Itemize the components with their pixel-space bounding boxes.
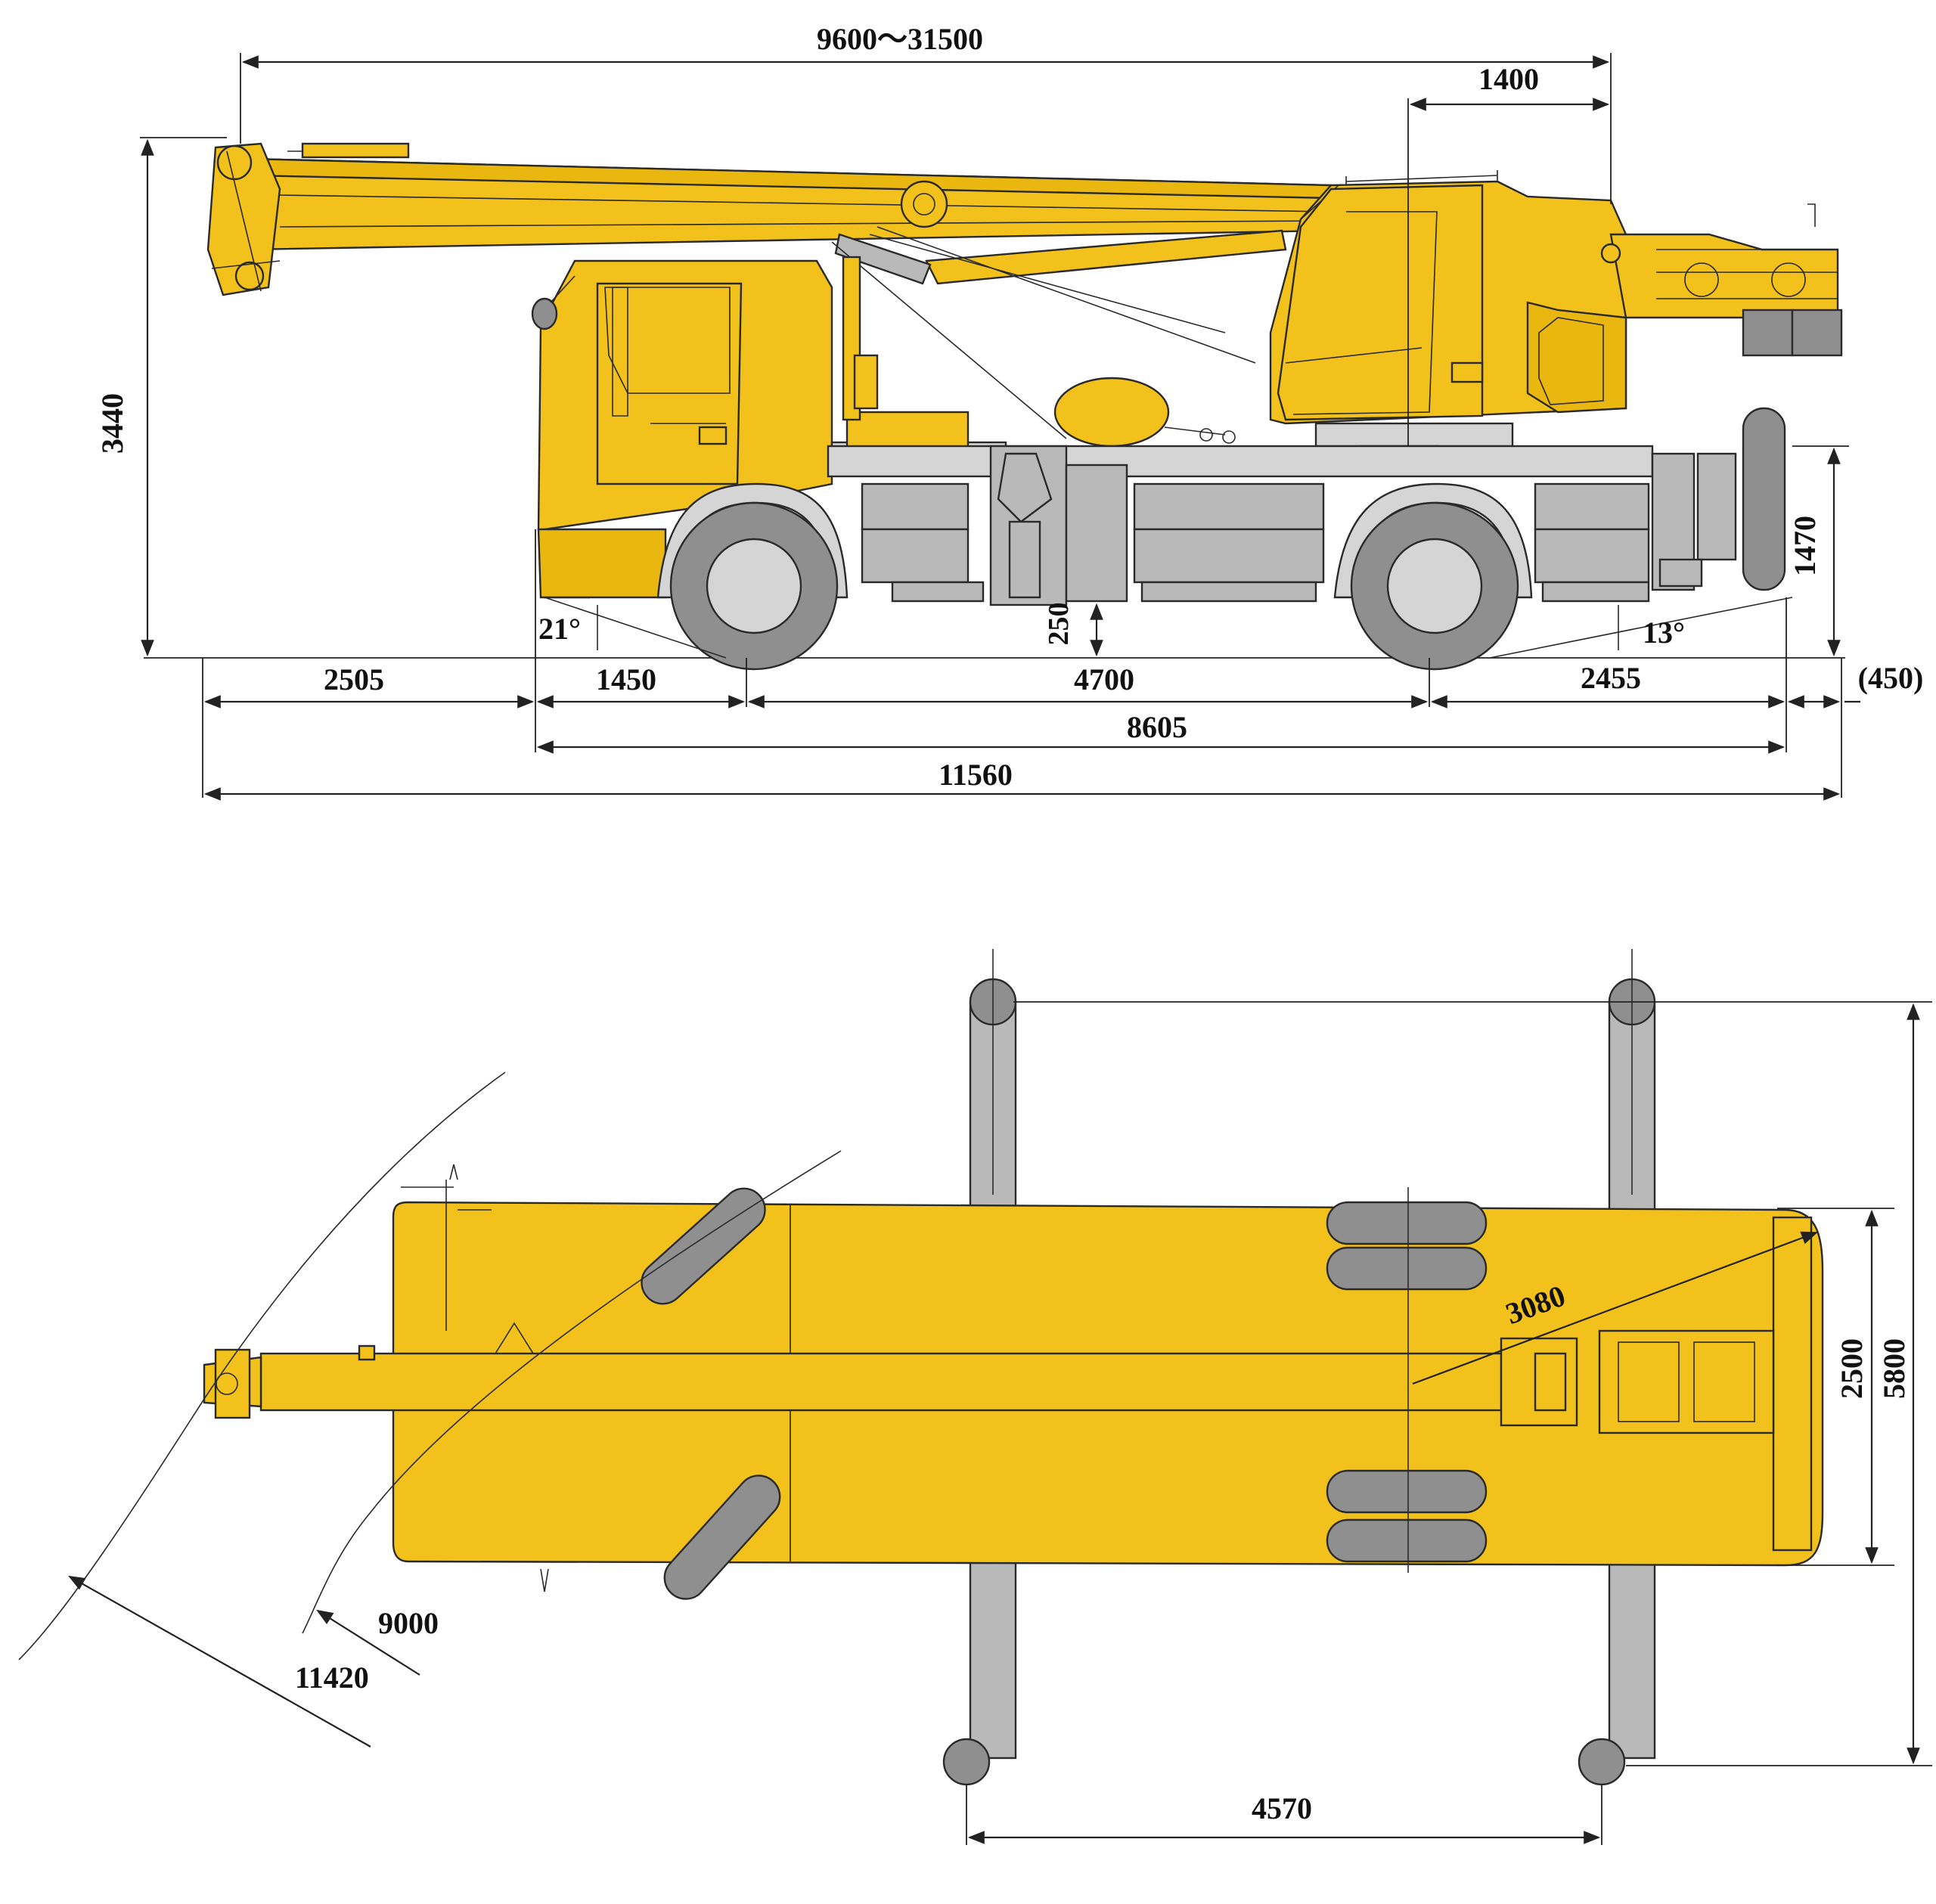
dim-inner-turn-radius: 9000 bbox=[378, 1606, 439, 1640]
side-dimensions: 9600～31500 1400 3440 1470 250 21° 13° bbox=[95, 22, 1924, 801]
dim-outrigger-height: 1470 bbox=[1788, 516, 1822, 576]
dim-chassis-length: 8605 bbox=[1127, 710, 1187, 744]
side-view: 9600～31500 1400 3440 1470 250 21° 13° bbox=[95, 22, 1924, 801]
dim-overall-length: 11560 bbox=[939, 758, 1013, 792]
dim-boom-reach: 9600～31500 bbox=[817, 22, 983, 56]
rear-wheel bbox=[1350, 501, 1519, 671]
truck-cab bbox=[531, 256, 1007, 599]
outer-turn-arc bbox=[18, 1071, 506, 1661]
dim-outrigger-longitudinal: 4570 bbox=[1252, 1791, 1312, 1825]
inner-turn-arc bbox=[302, 1150, 842, 1634]
dim-rear-extension: (450) bbox=[1858, 661, 1924, 695]
mirrors-top bbox=[401, 1164, 549, 1592]
dim-slew-offset: 1400 bbox=[1478, 62, 1539, 96]
crane-cab bbox=[1053, 170, 1627, 470]
chassis bbox=[827, 407, 1786, 606]
dim-approach-angle: 21° bbox=[538, 612, 581, 646]
rear-carrier bbox=[1600, 203, 1843, 357]
dim-overall-height: 3440 bbox=[95, 393, 129, 454]
dim-front-axle-gap: 1450 bbox=[596, 662, 656, 696]
dim-vehicle-width: 2500 bbox=[1835, 1338, 1869, 1399]
dim-outrigger-span: 5800 bbox=[1877, 1338, 1911, 1399]
tires-top bbox=[641, 1187, 1488, 1600]
dim-rear-overhang: 2455 bbox=[1581, 661, 1641, 695]
top-view: 3080 2500 5800 4570 9000 11420 bbox=[18, 949, 1932, 1845]
dim-wheelbase: 4700 bbox=[1074, 662, 1134, 696]
dim-departure-angle: 13° bbox=[1643, 616, 1685, 650]
top-dimensions: 3080 2500 5800 4570 9000 11420 bbox=[68, 1001, 1932, 1845]
dim-front-overhang: 2505 bbox=[324, 662, 384, 696]
front-wheel bbox=[669, 501, 839, 671]
dim-ground-clearance: 250 bbox=[1043, 603, 1075, 646]
dim-outer-turn-radius: 11420 bbox=[295, 1661, 369, 1695]
boom-top bbox=[203, 1322, 1775, 1434]
